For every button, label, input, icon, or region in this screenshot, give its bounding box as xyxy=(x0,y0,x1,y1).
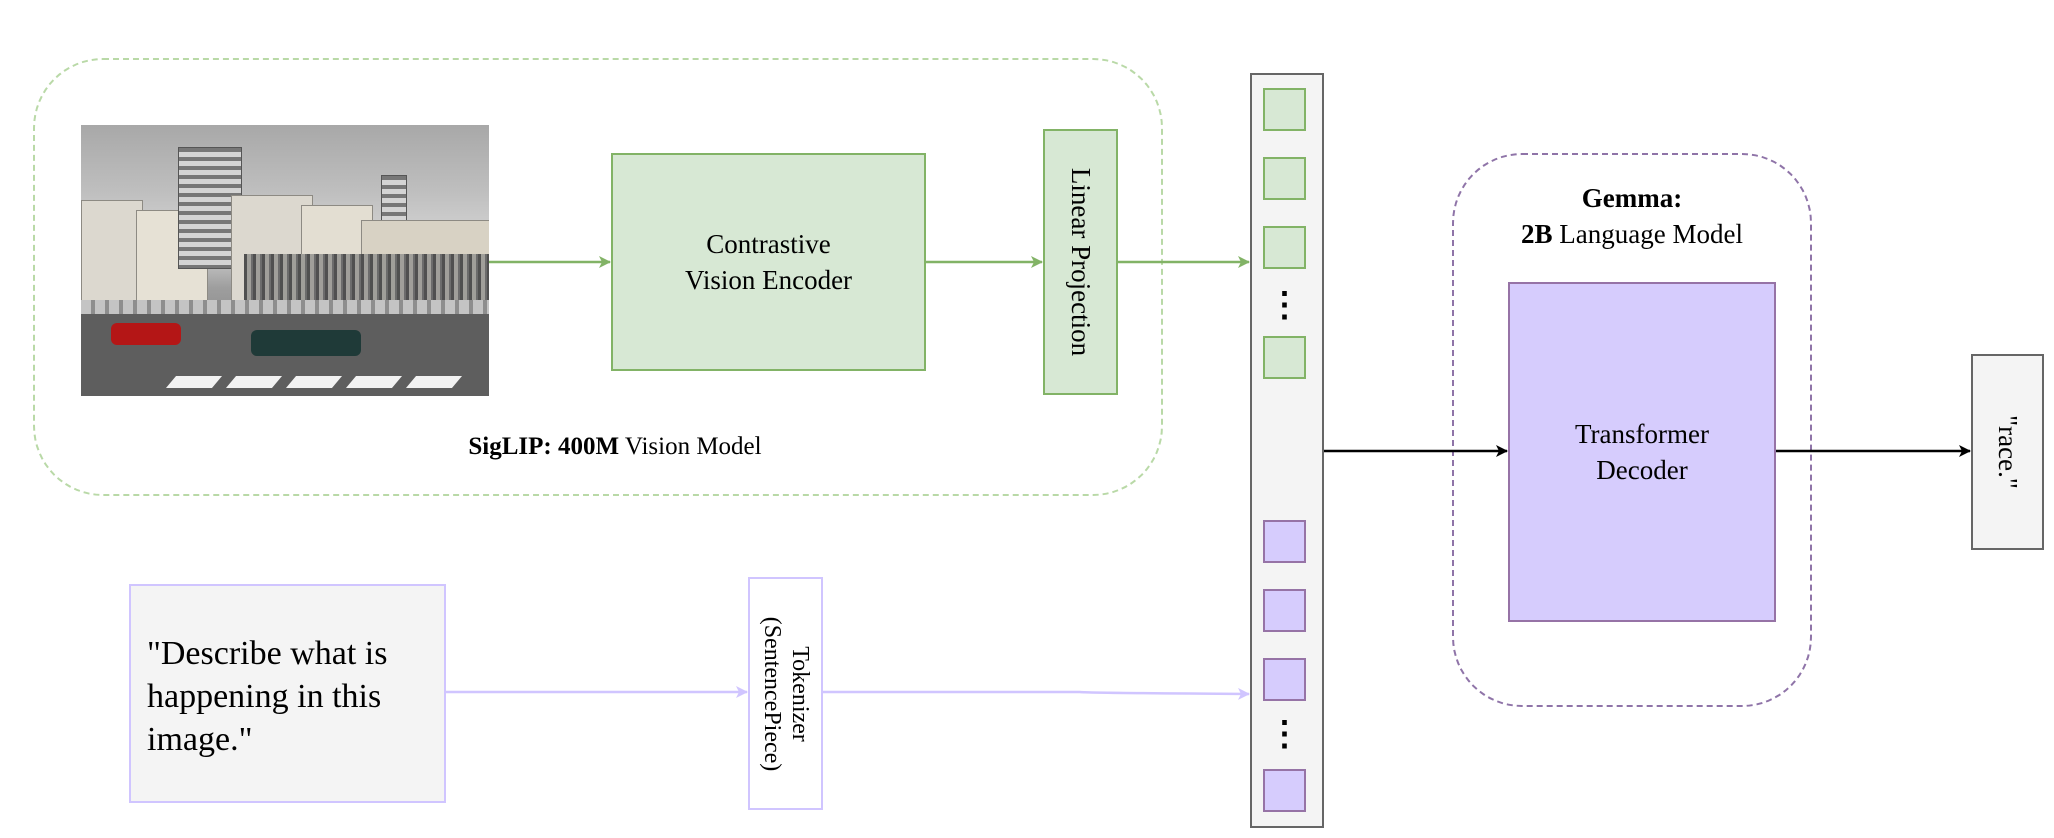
image-token xyxy=(1263,157,1306,200)
arrow-tokenizer-to-embeddings xyxy=(823,687,1250,700)
linear-projection: Linear Projection xyxy=(1043,129,1118,395)
gemma-size-bold: 2B xyxy=(1521,219,1553,249)
siglip-label: SigLIP: 400M Vision Model xyxy=(0,433,1230,461)
tokenizer: Tokenizer (SentencePiece) xyxy=(748,577,823,810)
text-token xyxy=(1263,658,1306,701)
gemma-title: Gemma: 2B Language Model xyxy=(1452,180,1812,252)
input-image xyxy=(81,125,489,396)
gemma-size-label: 2B Language Model xyxy=(1452,216,1812,252)
image-token xyxy=(1263,88,1306,131)
decoder-label-line1: Transformer xyxy=(1575,419,1709,449)
transformer-decoder: Transformer Decoder xyxy=(1508,282,1776,622)
text-prompt-box: "Describe what is happening in this imag… xyxy=(129,584,446,803)
text-token xyxy=(1263,769,1306,812)
image-token-ellipsis: ⋮ xyxy=(1267,287,1302,324)
text-token xyxy=(1263,520,1306,563)
text-token-ellipsis: ⋮ xyxy=(1267,716,1302,753)
siglip-vision-model-group xyxy=(33,58,1163,496)
image-token xyxy=(1263,336,1306,379)
encoder-label-line2: Vision Encoder xyxy=(684,265,853,295)
siglip-label-bold: SigLIP: 400M xyxy=(468,433,620,460)
decoder-label-line2: Decoder xyxy=(1596,455,1688,485)
gemma-language-model-group xyxy=(1452,153,1812,707)
text-token xyxy=(1263,589,1306,632)
contrastive-vision-encoder: Contrastive Vision Encoder xyxy=(611,153,926,371)
image-token xyxy=(1263,226,1306,269)
output-token-box: "race." xyxy=(1971,354,2044,550)
prompt-text: "Describe what is happening in this imag… xyxy=(147,635,388,758)
gemma-size-rest: Language Model xyxy=(1552,219,1743,249)
encoder-label-line1: Contrastive xyxy=(706,229,831,259)
siglip-label-rest: Vision Model xyxy=(619,433,762,460)
gemma-name: Gemma: xyxy=(1581,183,1683,213)
